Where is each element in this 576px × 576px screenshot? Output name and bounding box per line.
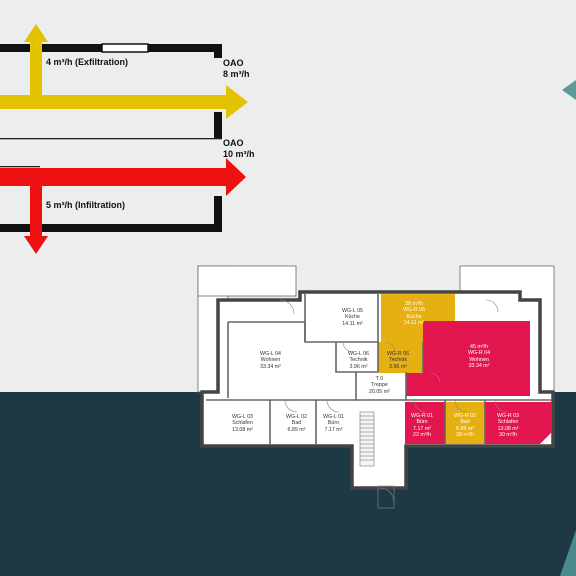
oao-bottom-title: OAO: [223, 138, 244, 148]
infiltration-arrow: [0, 158, 246, 254]
oao-top-title: OAO: [223, 58, 244, 68]
teal-accent-top: [562, 80, 576, 100]
teal-accent-bottom: [560, 530, 576, 576]
oao-bottom-value: 10 m³/h: [223, 149, 255, 159]
exfiltration-label: 4 m³/h (Exfiltration): [46, 57, 129, 67]
oao-top-value: 8 m³/h: [223, 69, 250, 79]
exfiltration-arrow: [0, 24, 248, 119]
floor-plan: [197, 265, 555, 509]
schematic-walls: [0, 43, 222, 232]
infiltration-label: 5 m³/h (Infiltration): [46, 200, 125, 210]
